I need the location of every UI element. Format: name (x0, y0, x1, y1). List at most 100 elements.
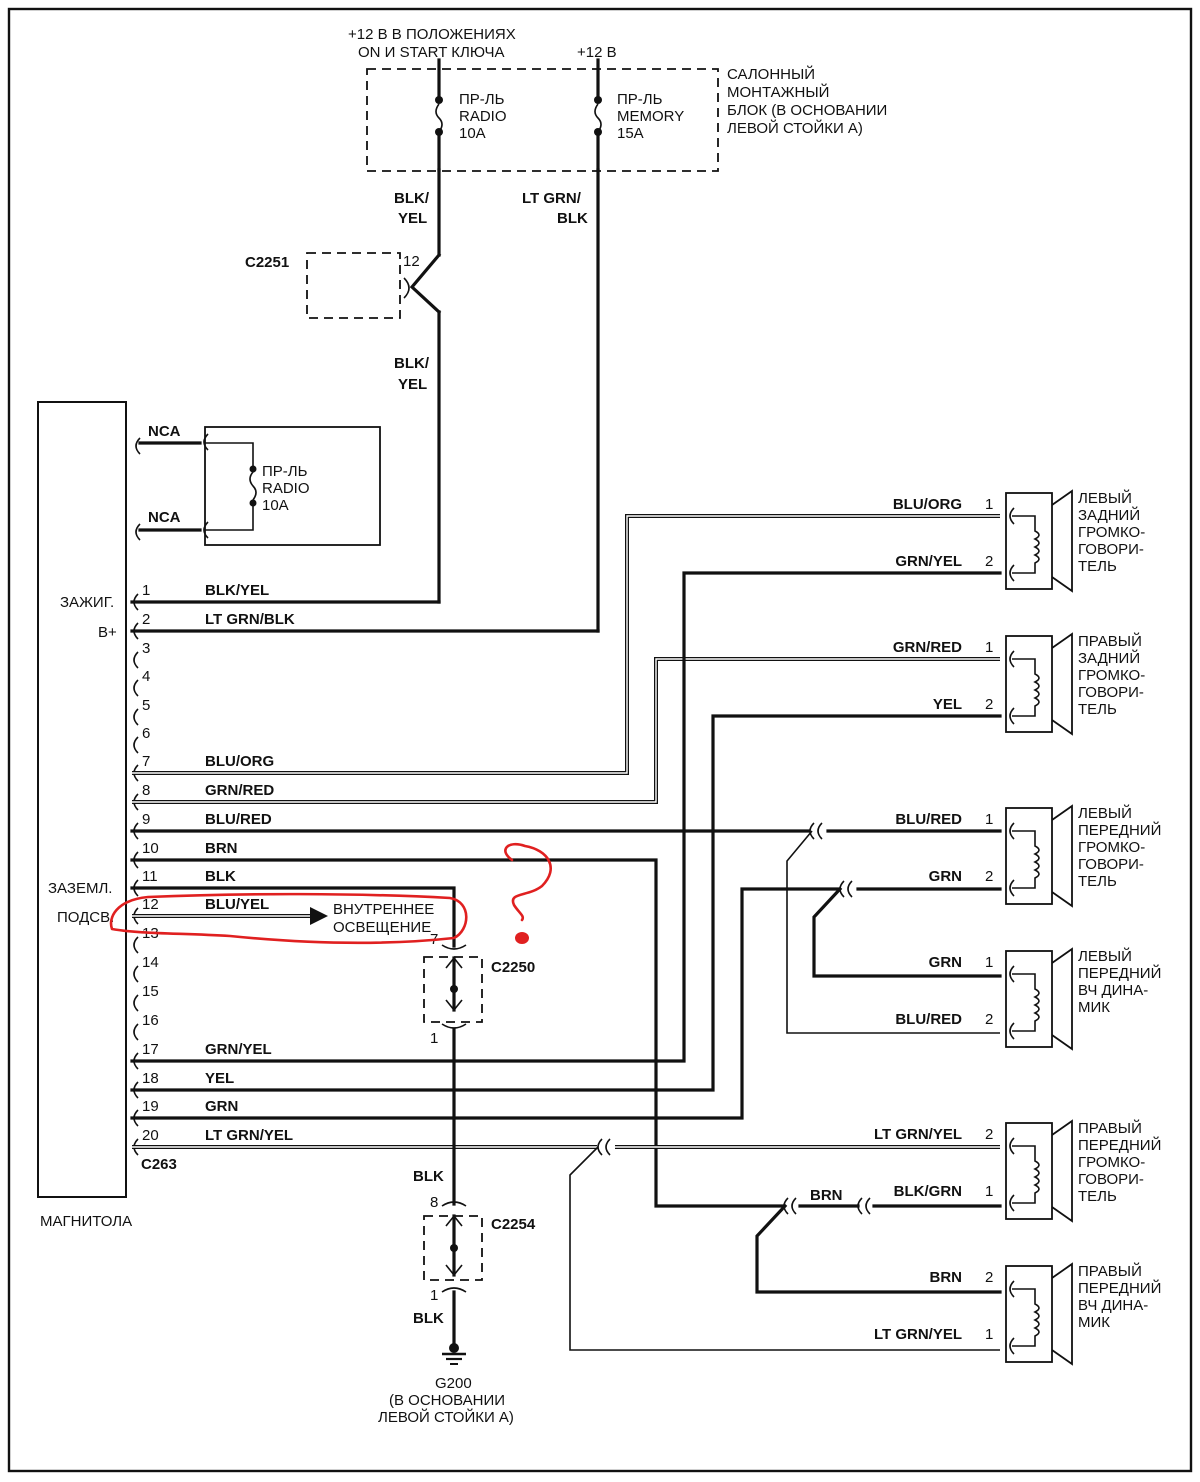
pin-number: 10 (142, 840, 159, 857)
ground-icon (442, 1343, 466, 1365)
speaker-wire-color: GRN/RED (893, 639, 962, 656)
speaker-name: ЛЕВЫЙ (1078, 489, 1132, 507)
pin-wire-color: YEL (205, 1070, 234, 1087)
pin-number: 5 (142, 697, 150, 714)
speaker-pin: 1 (985, 496, 993, 513)
speaker-cone-icon (1051, 1262, 1073, 1366)
pin-number: 1 (142, 582, 150, 599)
annotation-question-mark (504, 842, 552, 922)
wire-blk-yel-a1: BLK/ (394, 190, 430, 207)
speaker-wire-color: BLU/RED (895, 811, 962, 828)
wire-lt-grn-blk-1: LT GRN/ (522, 190, 582, 207)
speaker-name: ГРОМКО- (1078, 839, 1145, 856)
pin-number: 4 (142, 668, 150, 685)
speaker-pin: 2 (985, 1011, 993, 1028)
fusebox-line2: МОНТАЖНЫЙ (727, 83, 829, 101)
radio-side-gnd: ЗАЗЕМЛ. (48, 880, 112, 897)
wire-blk-yel-b1: BLK/ (394, 355, 430, 372)
speaker-name: ПЕРЕДНИЙ (1078, 1279, 1161, 1297)
pin-number: 12 (142, 896, 159, 913)
speaker-wire-color: GRN (929, 954, 962, 971)
speaker-name: ЗАДНИЙ (1078, 506, 1140, 524)
interior-light-arrow (310, 907, 328, 925)
radio-side-ign: ЗАЖИГ. (60, 594, 114, 611)
speaker-connector (1005, 1265, 1053, 1363)
wire-pin18 (130, 714, 1002, 1092)
speaker-name: ПЕРЕДНИЙ (1078, 1136, 1161, 1154)
c2251-outline (306, 252, 401, 319)
pin-wire-color: GRN (205, 1098, 238, 1115)
speaker-wire-color: GRN (929, 868, 962, 885)
speaker-wire-color: BLK/GRN (894, 1183, 962, 1200)
radio-connector: C263 (141, 1156, 177, 1173)
nca-2: NCA (148, 509, 181, 526)
speaker-name: ЛЕВЫЙ (1078, 804, 1132, 822)
speaker-name: ЛЕВЫЙ (1078, 947, 1132, 965)
speaker-coil-icon (1012, 515, 1040, 574)
splice-brn: BRN (810, 1187, 843, 1204)
speaker-name: ВЧ ДИНА- (1078, 1297, 1148, 1314)
speaker-name: ПЕРЕДНИЙ (1078, 964, 1161, 982)
speaker-wire-color: BLU/RED (895, 1011, 962, 1028)
supply-ign-line1: +12 В В ПОЛОЖЕНИЯХ (348, 26, 516, 43)
c2251-terminal (409, 252, 442, 315)
pin-number: 15 (142, 983, 159, 1000)
pin-number: 14 (142, 954, 159, 971)
speaker-name: МИК (1078, 1314, 1110, 1331)
speaker-name: ТЕЛЬ (1078, 873, 1117, 890)
speaker-pin: 2 (985, 553, 993, 570)
radio-side-bplus: В+ (98, 624, 117, 641)
speaker-name: ТЕЛЬ (1078, 1188, 1117, 1205)
speaker-pin: 1 (985, 1183, 993, 1200)
wire-blk-yel-a2: YEL (398, 210, 427, 227)
inline-connectors (597, 822, 871, 1215)
fuse-memory-l2: MEMORY (617, 108, 684, 125)
speaker-name: ГРОМКО- (1078, 667, 1145, 684)
speaker-wire-color: BRN (930, 1269, 963, 1286)
ground-label: G200 (435, 1375, 472, 1392)
pin-wire-color: LT GRN/BLK (205, 611, 295, 628)
pin-wire-color: BLK (205, 868, 236, 885)
speaker-name: ВЧ ДИНА- (1078, 982, 1148, 999)
pin-wire-color: BLU/ORG (205, 753, 274, 770)
fuse-memory-l1: ПР-ЛЬ (617, 91, 663, 108)
c2250-outline (423, 956, 483, 1023)
speaker-wire-color: LT GRN/YEL (874, 1326, 962, 1343)
nca-1: NCA (148, 423, 181, 440)
speaker-connector (1005, 807, 1053, 905)
speaker-name: ПРАВЫЙ (1078, 632, 1142, 650)
pin-number: 2 (142, 611, 150, 628)
c2254-label: C2254 (491, 1216, 536, 1233)
speaker-name: МИК (1078, 999, 1110, 1016)
speaker-name: ГОВОРИ- (1078, 541, 1144, 558)
wire-pin10 (130, 858, 785, 1208)
speaker: 12GRN/REDYELПРАВЫЙЗАДНИЙГРОМКО-ГОВОРИ-ТЕ… (893, 632, 1145, 736)
pin-number: 19 (142, 1098, 159, 1115)
annotation-circle (109, 892, 468, 945)
interior-light-l1: ВНУТРЕННЕЕ (333, 901, 434, 918)
speaker: 12BLU/REDGRNЛЕВЫЙПЕРЕДНИЙГРОМКО-ГОВОРИ-Т… (895, 804, 1161, 908)
speaker-connector (1005, 1122, 1053, 1220)
pin-number: 8 (142, 782, 150, 799)
inner-fuse-l3: 10А (262, 497, 289, 514)
radio-body (37, 401, 127, 1198)
pin-number: 9 (142, 811, 150, 828)
speaker-name: ТЕЛЬ (1078, 701, 1117, 718)
pin-wire-color: GRN/RED (205, 782, 274, 799)
radio-label: МАГНИТОЛА (40, 1213, 132, 1230)
speaker-name: ЗАДНИЙ (1078, 649, 1140, 667)
c2250-label: C2250 (491, 959, 535, 976)
pin-number: 6 (142, 725, 150, 742)
fuse-memory-l3: 15А (617, 125, 644, 142)
speaker-wire-color: GRN/YEL (895, 553, 962, 570)
pin-number: 17 (142, 1041, 159, 1058)
branch-blu-red (786, 830, 1000, 1034)
inner-fuse-box (204, 426, 381, 546)
speaker-cone-icon (1051, 804, 1073, 908)
c2254-pin-bot: 1 (430, 1287, 438, 1304)
speaker-name: ГОВОРИ- (1078, 856, 1144, 873)
fuse-radio-l1: ПР-ЛЬ (459, 91, 505, 108)
speaker-pin: 1 (985, 1326, 993, 1343)
c2250-pin-bot: 1 (430, 1030, 438, 1047)
